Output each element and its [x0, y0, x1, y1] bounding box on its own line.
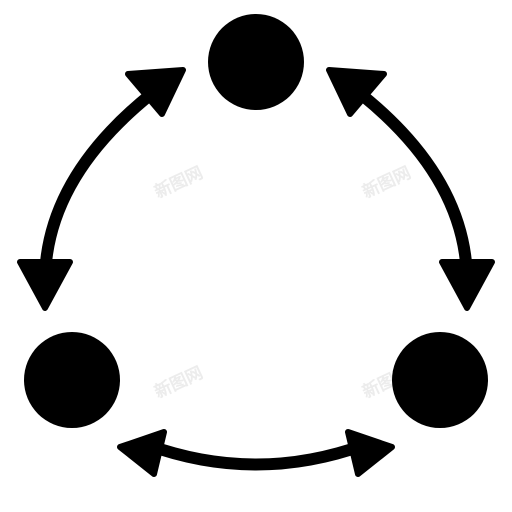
arrowhead-icon	[439, 259, 495, 311]
connector-bottom-arrow	[117, 429, 395, 477]
arrowhead-icon	[345, 429, 395, 477]
arrowhead-icon	[17, 259, 73, 311]
watermark-group: 新图网 新图网 新图网 新图网	[151, 162, 414, 403]
arrowhead-icon	[125, 67, 186, 117]
node-bottom-left	[24, 332, 120, 428]
connector-left-arrow	[17, 67, 186, 311]
arrowhead-icon	[117, 429, 167, 477]
watermark-text: 新图网	[359, 162, 414, 203]
watermark-text: 新图网	[151, 162, 206, 203]
node-top	[208, 14, 304, 110]
connector-right-arrow	[326, 67, 495, 311]
arrowhead-icon	[326, 67, 387, 117]
watermark-text: 新图网	[151, 362, 206, 403]
node-bottom-right	[392, 332, 488, 428]
